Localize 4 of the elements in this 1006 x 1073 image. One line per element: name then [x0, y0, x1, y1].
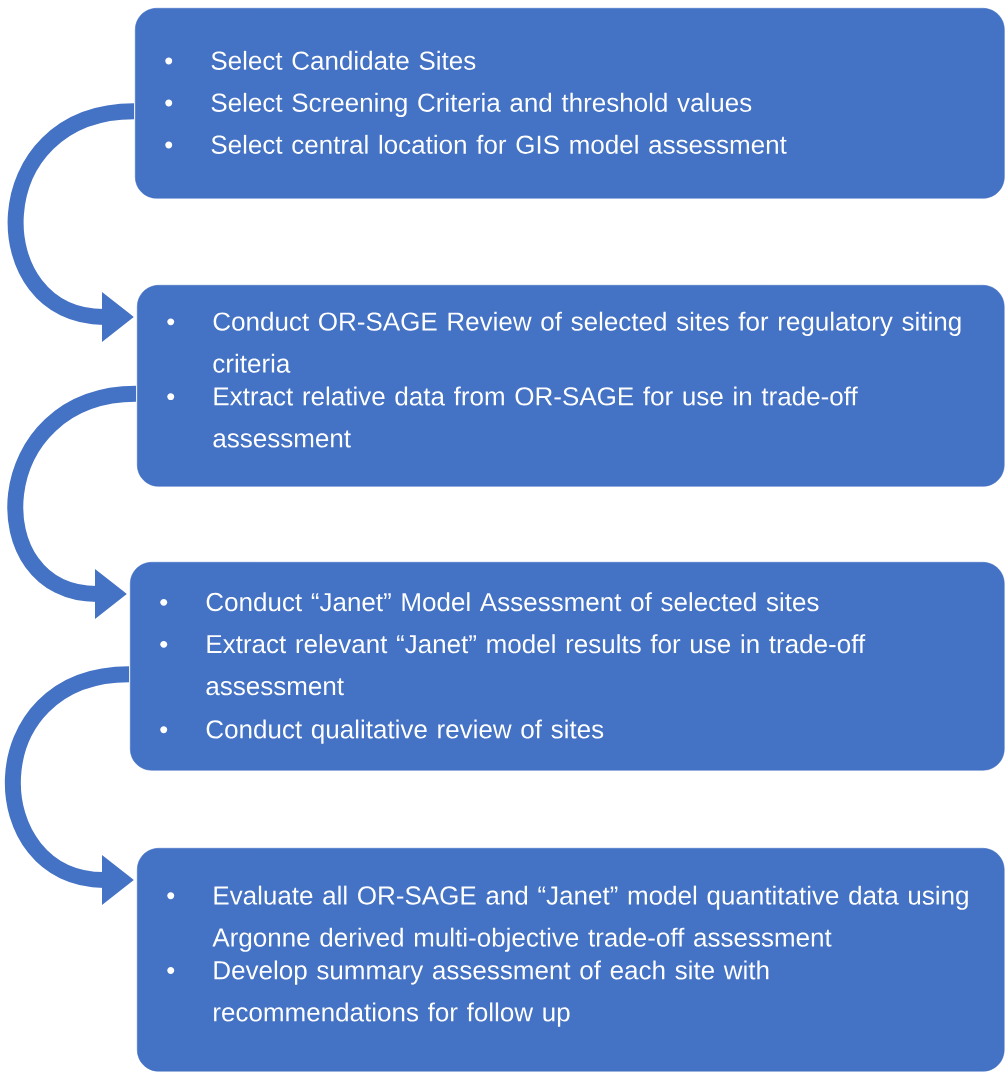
process-box: Conduct OR-SAGE Review of selected sites for regulatory siting criteria Extract relative data from OR-SAGE for use in trade-off assessment — [137, 285, 1005, 487]
process-box: Evaluate all OR-SAGE and “Janet” model quantitative data using Argonne derived multi-objective trade-off assessment Develop summary assessment of each site with recommendations for follow up — [137, 848, 1005, 1072]
process-box: Conduct “Janet” Model Assessment of selected sites Extract relevant “Janet” model results for use in trade-off assessment Conduct qualitative review of sites — [130, 562, 1005, 771]
process-box: Select Candidate Sites Select Screening Criteria and threshold values Select central location for GIS model assessment — [135, 8, 1005, 199]
